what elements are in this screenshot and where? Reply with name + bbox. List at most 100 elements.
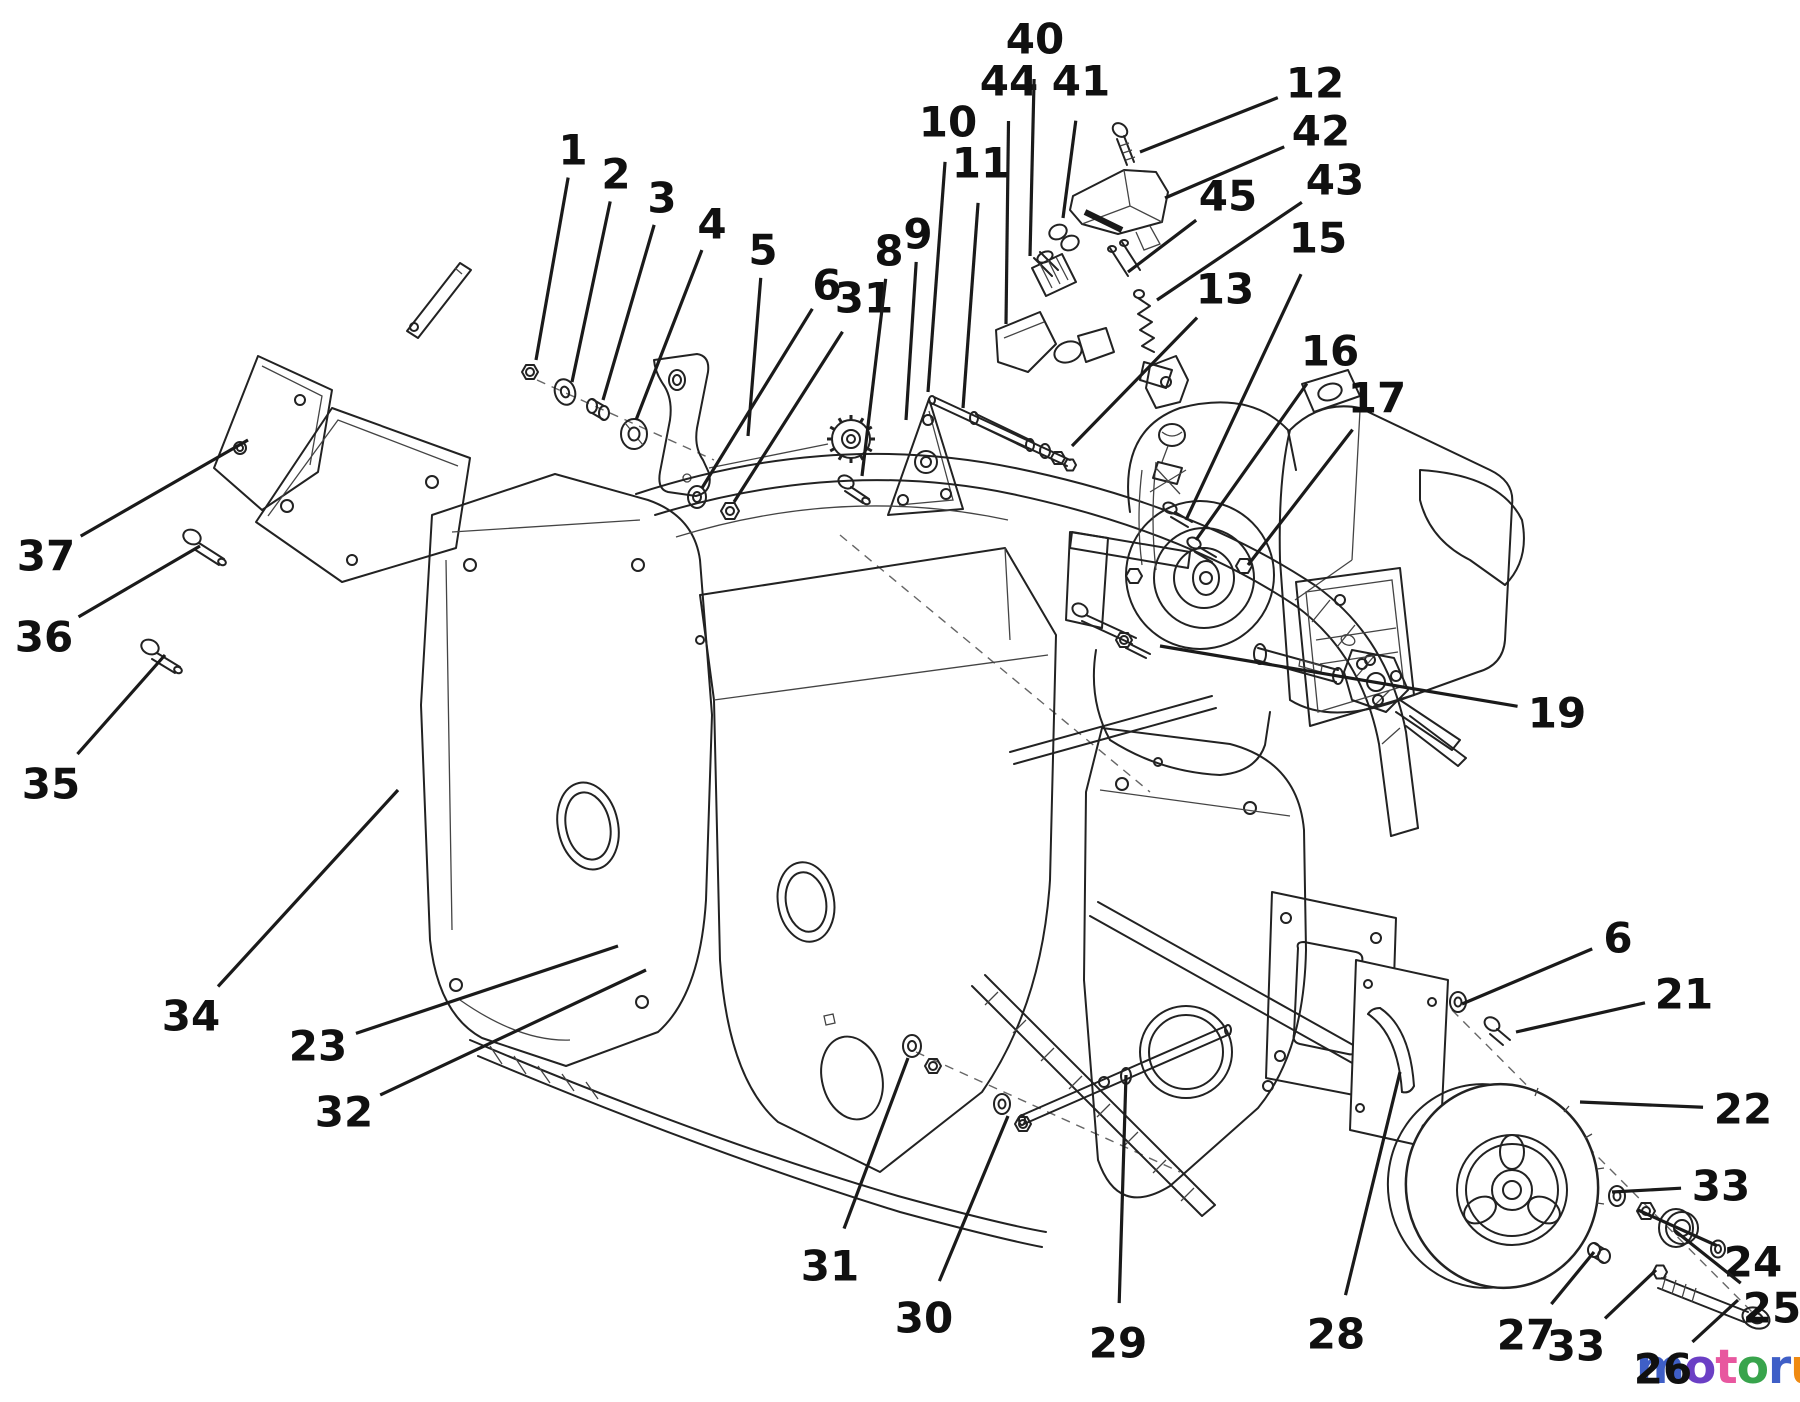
part-number-8: 8: [874, 227, 903, 276]
leader-line-33: [1603, 1268, 1658, 1320]
part-number-10: 10: [919, 98, 977, 147]
part-number-15: 15: [1289, 214, 1347, 263]
leader-line-32: [379, 968, 647, 1097]
mount-screws-15-16: [1162, 501, 1217, 563]
screw-36: [182, 528, 227, 567]
leader-line-6: [1461, 947, 1593, 1006]
part-number-28: 28: [1307, 1310, 1365, 1359]
part-number-16: 16: [1301, 327, 1359, 376]
part-number-41: 41: [1052, 57, 1110, 106]
part-number-33: 33: [1692, 1162, 1750, 1211]
watermark-letter: o: [1736, 1340, 1769, 1395]
leader-line-21: [1515, 1001, 1646, 1034]
leader-line-31: [732, 330, 844, 503]
watermark-letter: u: [1790, 1340, 1800, 1395]
watermark-letter: t: [1715, 1340, 1737, 1395]
part-number-42: 42: [1292, 107, 1350, 156]
triangular-idler-plate: [887, 398, 964, 516]
right-side-plate: [1083, 727, 1307, 1199]
leader-line-13: [1070, 316, 1199, 448]
part-number-43: 43: [1306, 156, 1364, 205]
bolt-19: [1115, 632, 1151, 659]
leader-line-35: [76, 653, 167, 756]
leader-line-17: [1246, 428, 1354, 566]
leader-line-40: [1028, 78, 1036, 257]
leader-line-22: [1579, 1100, 1704, 1109]
part-number-36: 36: [15, 613, 73, 662]
part-number-1: 1: [558, 126, 587, 175]
left-support-plates: [213, 355, 471, 583]
leader-line-36: [77, 544, 201, 619]
leader-line-37: [79, 438, 249, 538]
choke-shaft-parts-41: [1033, 223, 1080, 277]
leader-line-34: [216, 788, 400, 988]
part-number-31: 31: [801, 1242, 859, 1291]
part-number-21: 21: [1655, 970, 1713, 1019]
part-number-3: 3: [647, 174, 676, 223]
pulley-bolt: [1235, 558, 1253, 574]
fastener-chain-top-left: [521, 364, 648, 450]
tire-tread: [1534, 1087, 1605, 1205]
part-number-37: 37: [17, 532, 75, 581]
part-number-26: 26: [1634, 1345, 1692, 1394]
leader-line-11: [961, 202, 980, 409]
leader-line-25: [1673, 1228, 1742, 1285]
spring-43: [1133, 289, 1155, 353]
plate-bolt-washer-6-21: [1449, 991, 1511, 1046]
fork-bracket: [1395, 699, 1467, 767]
part-number-25: 25: [1743, 1284, 1800, 1333]
leader-line-12: [1139, 96, 1279, 154]
part-number-6: 6: [1603, 914, 1632, 963]
part-number-19: 19: [1528, 689, 1586, 738]
part-number-17: 17: [1348, 374, 1406, 423]
part-number-5: 5: [748, 226, 777, 275]
main-jet-40: [1031, 253, 1077, 297]
leader-line-41: [1061, 120, 1078, 219]
bolt-8: [837, 474, 871, 506]
fuel-cap-16: [1149, 423, 1187, 495]
leader-line-19: [1159, 644, 1518, 708]
axle-bolt-26: [1657, 1275, 1771, 1330]
flanged-bushing-4: [620, 418, 648, 450]
float-bowl-44: [995, 311, 1115, 373]
part-number-12: 12: [1286, 59, 1344, 108]
part-number-6: 6: [812, 261, 841, 310]
part-number-40: 40: [1006, 15, 1064, 64]
watermark-letter: m: [1636, 1340, 1685, 1395]
leader-line-28: [1343, 1071, 1402, 1296]
part-number-35: 35: [22, 760, 80, 809]
assembly-axis-lines: [536, 379, 1757, 1317]
leader-line-3: [601, 224, 656, 401]
washer-2: [553, 378, 577, 406]
part-number-22: 22: [1714, 1085, 1772, 1134]
leader-line-45: [1127, 218, 1198, 274]
idler-bracket-5: [653, 353, 829, 497]
part-number-23: 23: [289, 1022, 347, 1071]
leader-line-1: [534, 177, 570, 361]
choke-pins-45: [1107, 239, 1141, 277]
leader-line-10: [926, 161, 947, 393]
watermark-letter: o: [1683, 1340, 1716, 1395]
part-number-9: 9: [903, 210, 932, 259]
carburetor-cluster: [995, 122, 1189, 409]
leader-line-2: [570, 201, 612, 383]
leader-line-31: [842, 1057, 910, 1230]
leader-line-33: [1611, 1186, 1682, 1194]
leader-line-16: [1194, 382, 1309, 541]
leader-line-9: [904, 261, 918, 421]
clip-plate: [1139, 361, 1173, 389]
part-number-44: 44: [980, 57, 1038, 106]
part-number-32: 32: [315, 1088, 373, 1137]
sprocket-pinion: [827, 415, 875, 463]
spacer-3: [586, 398, 610, 421]
part-number-34: 34: [162, 992, 220, 1041]
engine-assembly: [1065, 369, 1525, 776]
part-number-13: 13: [1196, 265, 1254, 314]
leader-line-24: [1637, 1208, 1718, 1247]
part-number-27: 27: [1497, 1311, 1555, 1360]
engine-top-cap: [1301, 369, 1361, 413]
wheel: [1386, 1082, 1605, 1290]
leader-line-6: [700, 308, 814, 489]
